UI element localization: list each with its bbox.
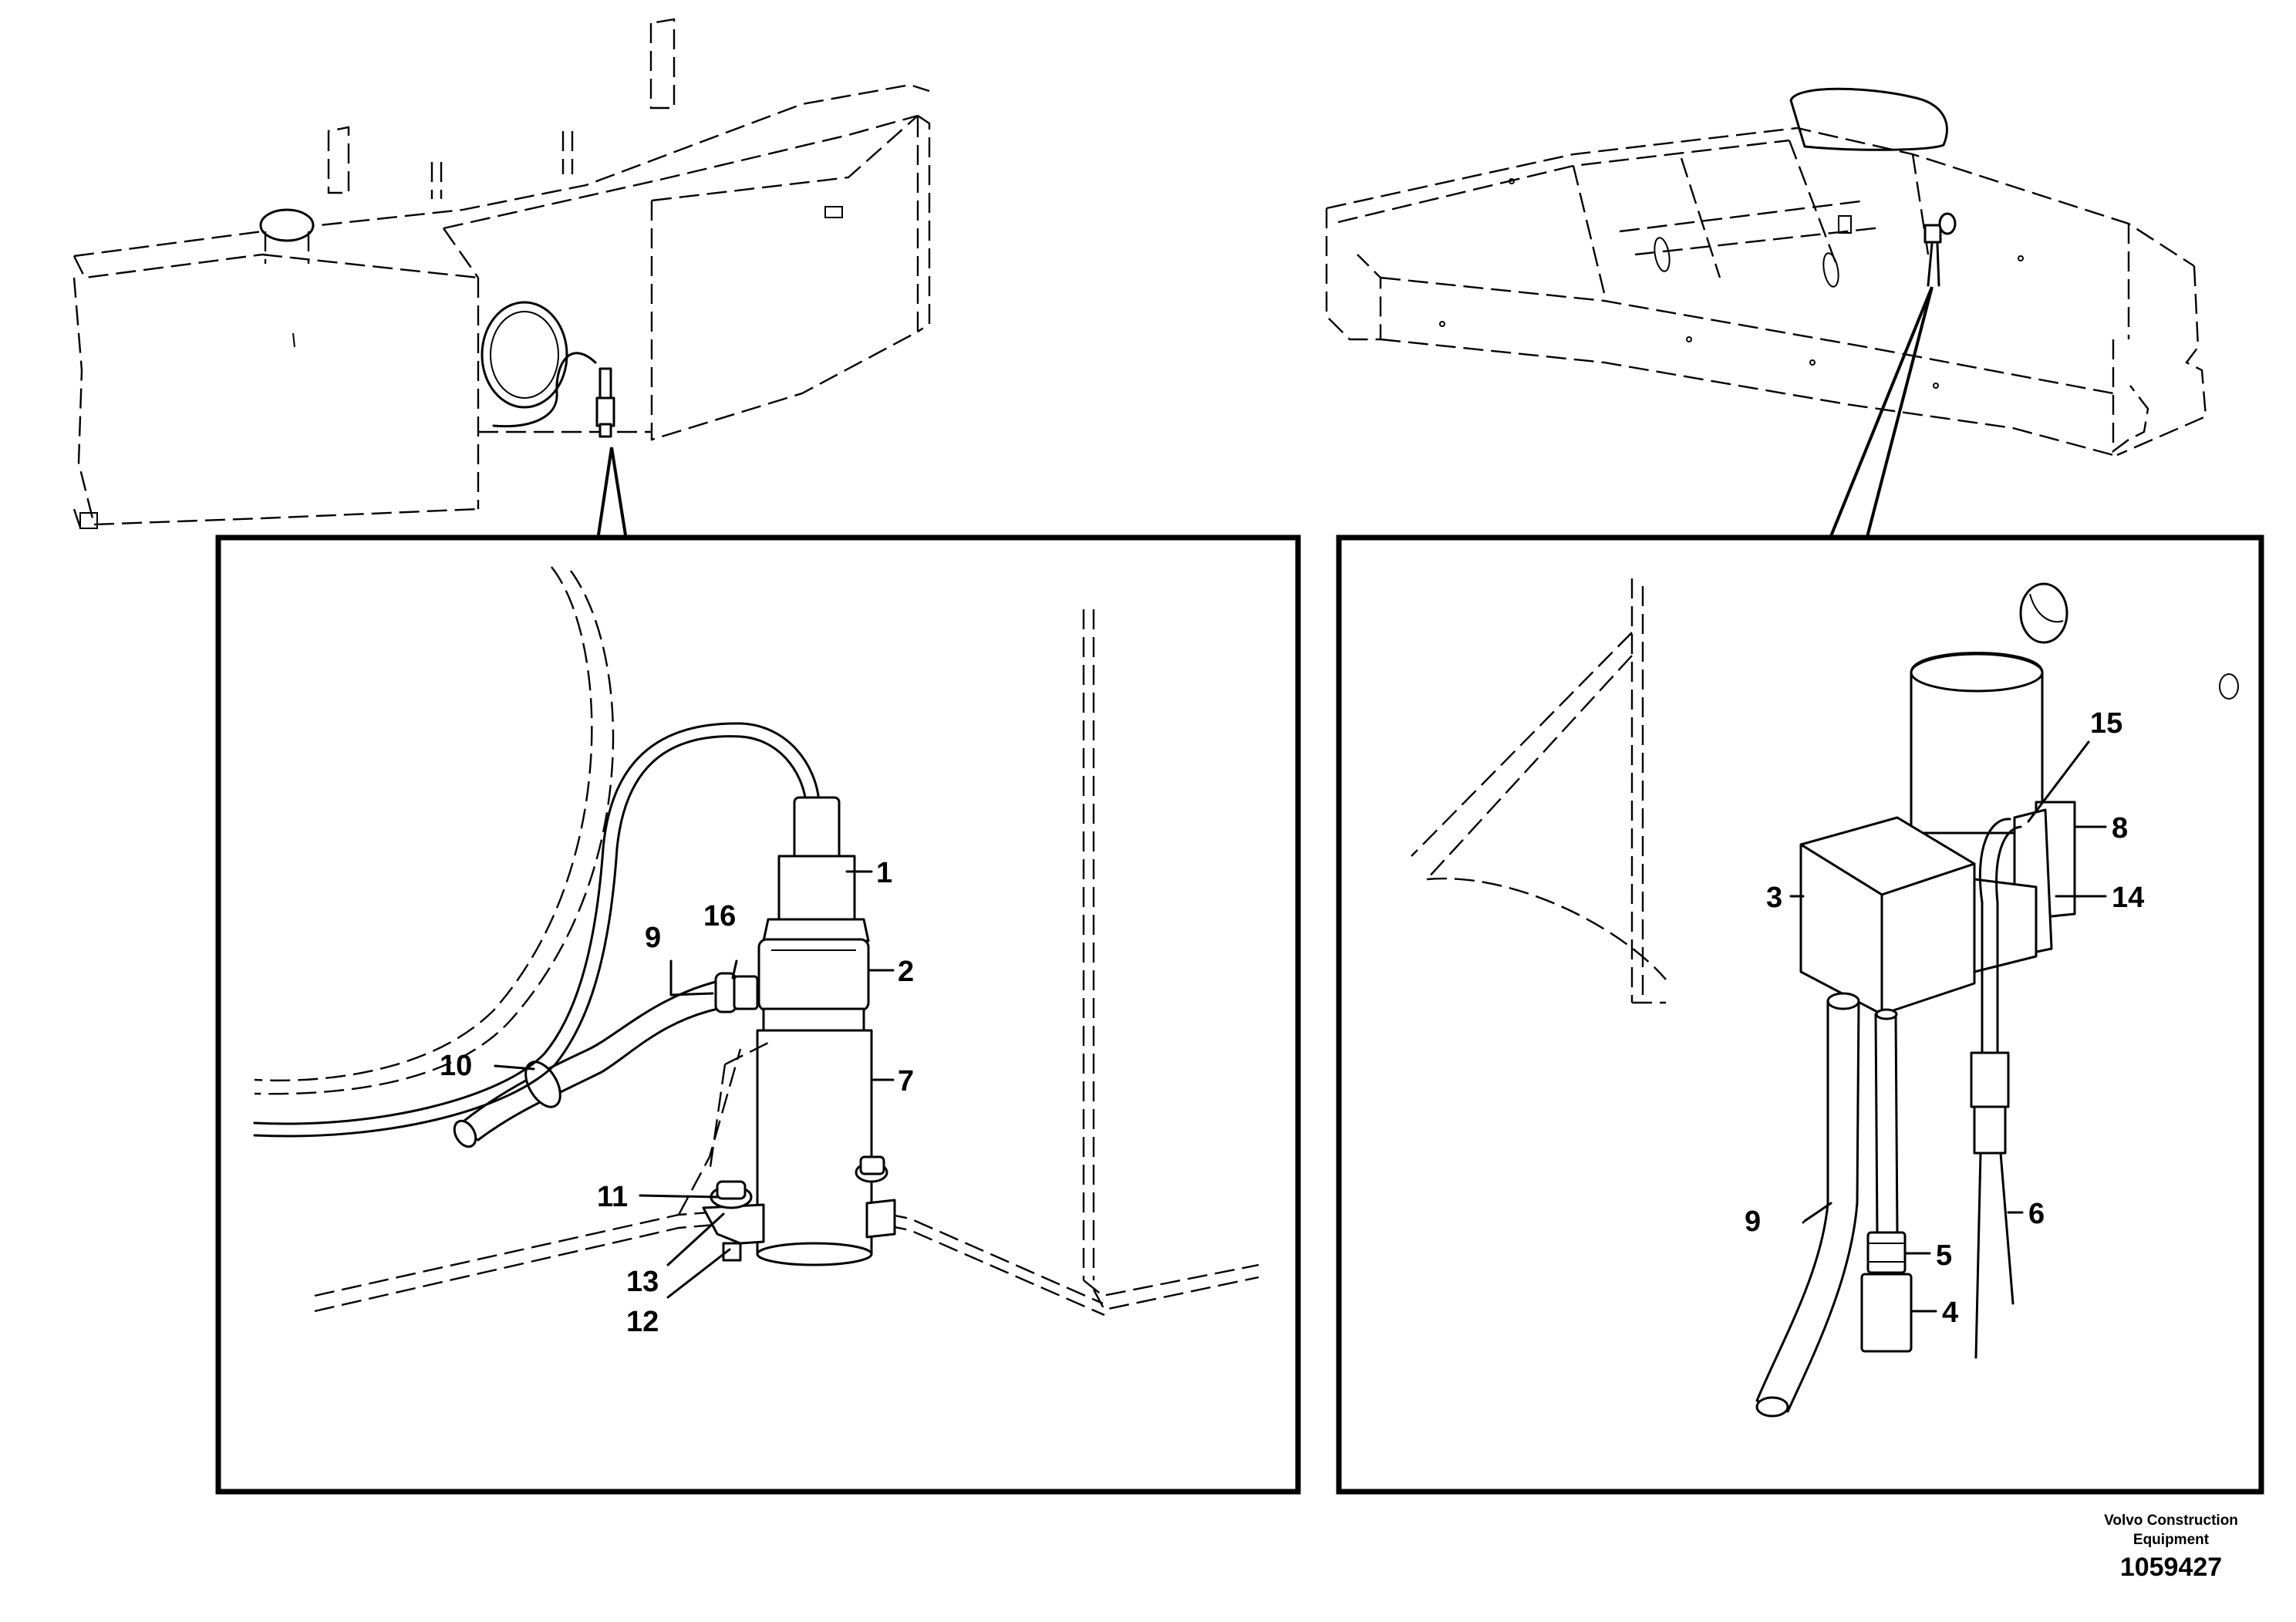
leader-lines bbox=[494, 740, 2107, 1313]
callout-8: 8 bbox=[2112, 812, 2128, 845]
callout-9-left: 9 bbox=[645, 922, 661, 954]
callout-7: 7 bbox=[898, 1065, 914, 1098]
callouts: 1 2 7 9 16 10 11 13 12 3 15 8 14 9 6 5 4 bbox=[440, 707, 2144, 1338]
brand-line-2: Equipment bbox=[2133, 1532, 2210, 1548]
frame-overview bbox=[1325, 87, 2207, 457]
callout-5: 5 bbox=[1936, 1239, 1952, 1272]
callout-15: 15 bbox=[2090, 707, 2122, 740]
detail-frame-right bbox=[1336, 534, 2264, 1495]
leader-cone-left bbox=[596, 447, 628, 541]
detail-frame-left bbox=[215, 534, 1301, 1495]
brand-line-1: Volvo Construction bbox=[2104, 1512, 2238, 1529]
callout-11: 11 bbox=[597, 1181, 628, 1213]
callout-2: 2 bbox=[898, 956, 914, 988]
callout-4: 4 bbox=[1942, 1297, 1958, 1329]
callout-9-right: 9 bbox=[1745, 1206, 1761, 1238]
leader-cone-right bbox=[1828, 286, 1934, 541]
detail-switch bbox=[1411, 578, 2239, 1418]
callout-3: 3 bbox=[1766, 882, 1782, 914]
detail-level-sensor bbox=[253, 566, 1259, 1317]
callout-16: 16 bbox=[703, 900, 736, 932]
callout-13: 13 bbox=[626, 1266, 659, 1298]
callout-1: 1 bbox=[876, 857, 892, 889]
footer: Volvo Construction Equipment 1059427 bbox=[2104, 1512, 2238, 1582]
drawing-number: 1059427 bbox=[2120, 1553, 2222, 1582]
callout-12: 12 bbox=[626, 1306, 659, 1338]
callout-10: 10 bbox=[440, 1050, 472, 1082]
tank-overview bbox=[72, 18, 931, 533]
callout-6: 6 bbox=[2028, 1198, 2045, 1230]
callout-14: 14 bbox=[2112, 882, 2144, 914]
